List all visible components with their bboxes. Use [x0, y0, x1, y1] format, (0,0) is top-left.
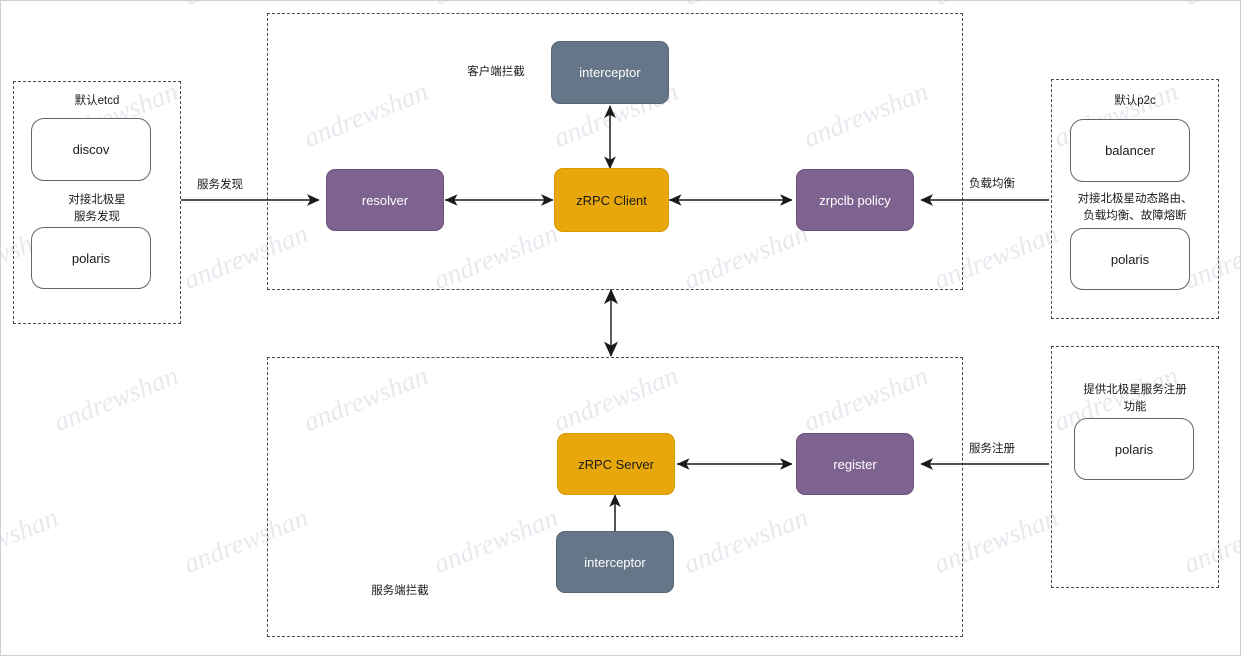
node-zrpc-client-label: zRPC Client	[576, 192, 647, 208]
server-panel-label: 服务端拦截	[371, 585, 429, 597]
watermark-text: andrewshan	[429, 1, 562, 12]
watermark-text: andrewshan	[49, 360, 183, 438]
watermark-text: andrewshan	[549, 644, 682, 655]
node-client-interceptor[interactable]: interceptor	[551, 41, 669, 104]
watermark-text: andrewshan	[299, 644, 432, 655]
node-registry-polaris-label: polaris	[1114, 441, 1154, 457]
watermark-text: andrewshan	[0, 502, 63, 580]
watermark-text: andrewshan	[799, 644, 932, 655]
watermark-text: andrewshan	[929, 1, 1062, 12]
panel-registry	[1051, 346, 1219, 588]
balancer-group-label-p2c: 默认p2c	[1114, 95, 1156, 107]
node-discovery-polaris-label: polaris	[71, 250, 111, 266]
watermark-text: andrewshan	[1179, 1, 1240, 12]
watermark-text: andrewshan	[179, 1, 312, 12]
node-register[interactable]: register	[796, 433, 914, 495]
node-balancer-polaris-label: polaris	[1110, 251, 1150, 267]
node-balancer-polaris[interactable]: polaris	[1070, 228, 1190, 290]
node-zrpc-server-label: zRPC Server	[578, 456, 654, 472]
discovery-group-label-etcd: 默认etcd	[74, 95, 120, 107]
discovery-group-label-polaris: 对接北极星 服务发现	[68, 194, 126, 223]
edge-label-service-discovery: 服务发现	[197, 179, 243, 191]
node-zrpc-client[interactable]: zRPC Client	[554, 168, 669, 232]
node-zrpc-server[interactable]: zRPC Server	[557, 433, 675, 495]
balancer-group-label-polaris: 对接北极星动态路由、 负载均衡、故障熔断	[1077, 193, 1193, 222]
client-panel-label: 客户端拦截	[467, 66, 525, 78]
node-zrpclb-policy[interactable]: zrpclb policy	[796, 169, 914, 231]
node-balancer[interactable]: balancer	[1070, 119, 1190, 182]
node-resolver[interactable]: resolver	[326, 169, 444, 231]
node-discovery-polaris[interactable]: polaris	[31, 227, 151, 289]
edge-label-service-register: 服务注册	[969, 443, 1015, 455]
panel-balancer	[1051, 79, 1219, 319]
node-registry-polaris[interactable]: polaris	[1074, 418, 1194, 480]
watermark-text: andrewshan	[1, 1, 62, 12]
panel-service-discovery	[13, 81, 181, 324]
node-zrpclb-policy-label: zrpclb policy	[819, 192, 891, 208]
node-register-label: register	[833, 456, 877, 472]
edge-label-load-balance: 负载均衡	[969, 178, 1015, 190]
watermark-text: andrewshan	[1049, 644, 1182, 655]
node-client-interceptor-label: interceptor	[579, 65, 641, 80]
node-resolver-label: resolver	[361, 192, 409, 208]
node-server-interceptor[interactable]: interceptor	[556, 531, 674, 593]
watermark-text: andrewshan	[49, 644, 182, 655]
watermark-text: andrewshan	[679, 1, 812, 12]
registry-group-label: 提供北极星服务注册 功能	[1083, 384, 1187, 413]
node-discov-label: discov	[72, 142, 110, 157]
panel-server	[267, 357, 963, 637]
node-balancer-label: balancer	[1105, 143, 1155, 158]
node-server-interceptor-label: interceptor	[584, 554, 646, 570]
node-discov[interactable]: discov	[31, 118, 151, 181]
